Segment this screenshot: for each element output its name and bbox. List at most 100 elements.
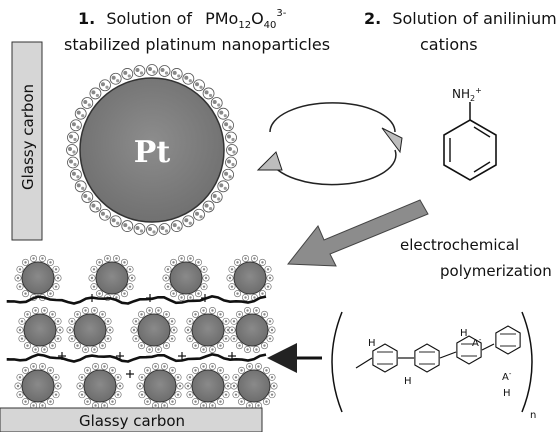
pom-cluster-icon <box>146 224 158 236</box>
positive-charge-icon <box>146 294 154 302</box>
repeat-unit-n: n <box>530 410 536 421</box>
pom-cluster-icon <box>202 87 215 100</box>
formula-o: O <box>251 9 264 28</box>
svg-text:A-: A- <box>472 336 482 349</box>
anion-charge-1: - <box>479 336 482 344</box>
aniline-sub: 2 <box>470 94 475 103</box>
svg-text:2. Solution of anilinium: 2. Solution of anilinium <box>364 9 557 28</box>
pom-cluster-icon <box>81 191 94 203</box>
positive-charge-icon <box>178 352 186 360</box>
coated-nanoparticle <box>226 255 274 301</box>
pom-cluster-icon <box>217 107 230 120</box>
coated-nanoparticle <box>230 363 278 409</box>
pom-cluster-icon <box>99 79 111 92</box>
pom-cluster-icon <box>193 208 205 221</box>
benzene-ring-icon <box>372 343 398 373</box>
title-left-prefix: Solution of <box>106 9 192 28</box>
title-left-line2: stabilized platinum nanoparticles <box>64 35 330 54</box>
coated-nanoparticle <box>130 307 178 353</box>
title-right-line2: cations <box>420 35 478 54</box>
coated-nanoparticle <box>16 307 64 353</box>
benzene-ring-icon <box>443 119 497 181</box>
coated-nanoparticle <box>66 307 114 353</box>
anion-label-1: A <box>472 338 479 349</box>
pom-cluster-icon <box>210 191 223 203</box>
pt-core <box>79 77 225 223</box>
title-left: 1. Solution of PMo12O403- stabilized pla… <box>64 8 330 54</box>
aniline-sup: + <box>475 86 482 95</box>
polyaniline-chain <box>6 353 267 363</box>
benzene-ring-icon <box>414 343 440 373</box>
left-bracket <box>331 311 343 413</box>
nh-label-1: H <box>368 338 376 349</box>
benzene-ring-icon <box>495 325 521 355</box>
circular-arrows-icon <box>256 102 403 186</box>
pom-cluster-icon <box>89 200 102 213</box>
coated-nanoparticle <box>162 255 210 301</box>
aniline-nh: NH <box>452 87 470 101</box>
pt-nanoparticle: Pt <box>66 64 238 236</box>
formula-sub-2: 40 <box>264 20 277 31</box>
pom-cluster-icon <box>170 220 183 232</box>
pom-cluster-icon <box>70 168 82 181</box>
title-left-number: 1. <box>78 9 95 28</box>
coated-nanoparticle <box>136 363 184 409</box>
positive-charge-icon <box>88 294 96 302</box>
title-right-number: 2. <box>364 9 381 28</box>
right-bracket <box>521 311 533 413</box>
pom-cluster-icon <box>74 180 87 193</box>
svg-text:A-: A- <box>502 370 512 383</box>
glassy-carbon-electrode-bottom: Glassy carbon <box>0 407 263 432</box>
pom-cluster-icon <box>67 131 79 144</box>
pom-shell <box>66 64 238 236</box>
formula-charge: 3- <box>276 8 286 19</box>
positive-charge-icon <box>126 370 134 378</box>
pom-cluster-icon <box>225 131 237 144</box>
pom-cluster-icon <box>99 208 111 221</box>
coated-nanoparticle <box>88 255 136 301</box>
pom-cluster-icon <box>146 64 158 76</box>
positive-charge-icon <box>228 352 236 360</box>
pom-cluster-icon <box>133 223 146 235</box>
anion-charge-2: - <box>509 370 512 378</box>
polymer-rings <box>372 325 521 373</box>
positive-charge-icon <box>116 352 124 360</box>
title-right: 2. Solution of anilinium cations <box>364 9 557 54</box>
pom-cluster-icon <box>210 97 223 109</box>
pom-cluster-icon <box>202 200 215 213</box>
pom-cluster-icon <box>109 215 122 228</box>
anion-label-2: A <box>502 372 509 383</box>
pom-cluster-icon <box>70 119 82 132</box>
pom-cluster-icon <box>222 168 234 181</box>
pt-label: Pt <box>134 135 171 170</box>
electrochem-line2: polymerization <box>440 262 552 280</box>
pom-cluster-icon <box>133 65 146 77</box>
svg-text:NH2+: NH2+ <box>452 86 482 103</box>
coated-nanoparticle <box>184 363 232 409</box>
pom-cluster-icon <box>226 144 238 156</box>
pom-cluster-icon <box>182 215 195 228</box>
pom-cluster-icon <box>66 144 78 156</box>
svg-text:1. Solution of PMo: 1. Solution of PMo12O403- <box>78 8 287 31</box>
pom-cluster-icon <box>121 68 134 80</box>
coated-nanoparticle <box>14 255 62 301</box>
electrochem-line1: electrochemical <box>400 236 519 254</box>
pom-cluster-icon <box>89 87 102 100</box>
anilinium-structure: NH2+ <box>443 86 497 181</box>
formula-p: PMo <box>205 9 238 28</box>
pom-cluster-icon <box>225 156 237 169</box>
pom-cluster-icon <box>158 223 171 235</box>
diagonal-arrow-icon <box>287 199 429 267</box>
pom-cluster-icon <box>193 79 205 92</box>
polyaniline-structure: n H H H H A- A- <box>331 311 536 421</box>
positive-charge-icon <box>58 352 66 360</box>
pom-cluster-icon <box>74 107 87 120</box>
polyaniline-chain <box>6 295 267 305</box>
coated-nanoparticle <box>14 363 62 409</box>
pom-cluster-icon <box>81 97 94 109</box>
benzene-ring-icon <box>456 335 482 365</box>
pom-cluster-icon <box>121 220 134 232</box>
coated-nanoparticle <box>228 307 276 353</box>
pom-cluster-icon <box>109 72 122 85</box>
